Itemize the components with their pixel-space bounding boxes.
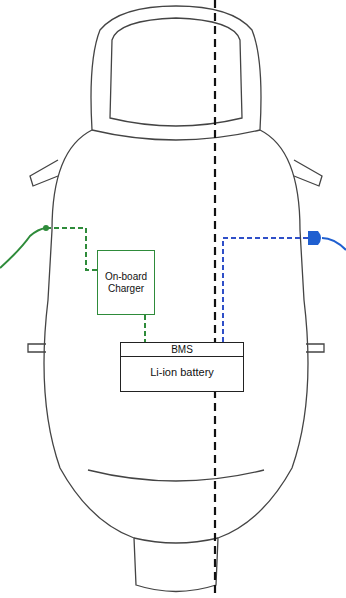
right-peg bbox=[306, 344, 324, 352]
dc-plug bbox=[308, 231, 321, 245]
center-line bbox=[214, 0, 216, 598]
ac-wire bbox=[46, 228, 97, 270]
ac-cable bbox=[0, 228, 46, 268]
bms-label: BMS bbox=[121, 343, 243, 357]
dc-wire bbox=[223, 238, 308, 342]
battery-box: BMSLi-ion battery bbox=[120, 342, 244, 392]
scooter-body-outline bbox=[44, 6, 308, 592]
left-mirror bbox=[30, 160, 58, 186]
battery-label: Li-ion battery bbox=[121, 357, 243, 391]
tail-line bbox=[134, 538, 218, 543]
box-label: On-board Charger bbox=[101, 271, 151, 295]
cowl-line bbox=[92, 130, 260, 140]
left-peg bbox=[28, 344, 46, 352]
dc-cable bbox=[322, 238, 346, 250]
right-mirror bbox=[294, 160, 322, 186]
rear-line bbox=[88, 470, 264, 481]
charge-wire bbox=[144, 315, 146, 342]
charger-box: On-board Charger bbox=[97, 250, 155, 315]
front-cowl bbox=[110, 18, 242, 126]
